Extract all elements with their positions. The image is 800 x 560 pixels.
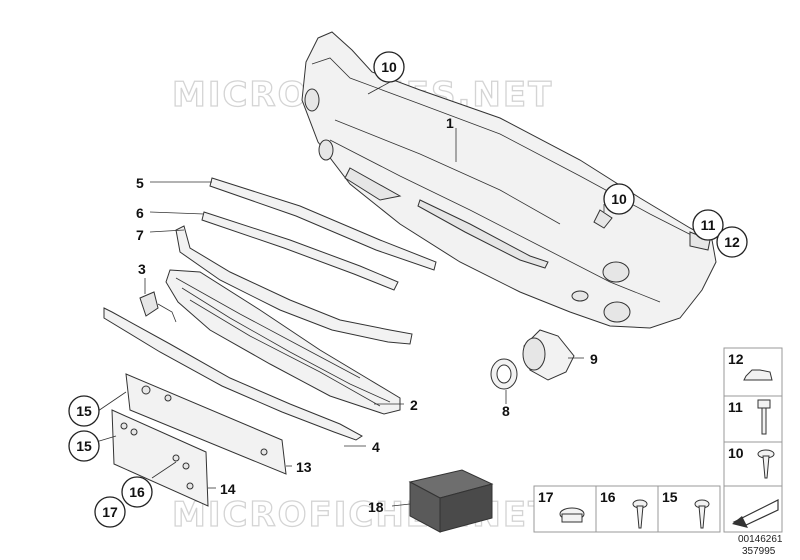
label-15-upper: 15	[76, 403, 92, 419]
bumper-part	[301, 31, 717, 329]
bolt-icon	[757, 399, 771, 435]
label-7: 7	[136, 227, 144, 243]
diagram-code: 00146261	[738, 534, 783, 545]
label-4: 4	[372, 439, 380, 455]
trim-strip-6	[201, 211, 399, 291]
callout-10-top	[373, 51, 405, 83]
label-11: 11	[701, 217, 716, 233]
label-10-right: 10	[611, 191, 627, 207]
label-15-lower: 15	[76, 438, 92, 454]
image-code: 357995	[742, 546, 776, 557]
label-1: 1	[446, 115, 454, 131]
grille-part-2	[165, 269, 401, 415]
label-18: 18	[368, 499, 384, 515]
callout-15-lower	[68, 430, 100, 462]
callout-12	[716, 226, 748, 258]
legend-label-17: 17	[538, 489, 554, 505]
callout-10-right	[603, 183, 635, 215]
legend-label-15: 15	[662, 489, 678, 505]
legend-label-11: 11	[728, 399, 743, 415]
legend-label-10: 10	[728, 445, 744, 461]
screw-icon	[757, 449, 775, 479]
label-17: 17	[102, 504, 118, 520]
arrow-head	[732, 516, 748, 528]
part-box-18	[408, 469, 494, 533]
trim-strip-5	[209, 177, 437, 271]
label-8: 8	[502, 403, 510, 419]
leader-lines	[95, 81, 605, 507]
legend-label-12: 12	[728, 351, 744, 367]
grommet-icon	[559, 507, 585, 523]
bracket-14	[111, 409, 209, 507]
clip-part-3	[139, 291, 177, 323]
callout-17	[94, 496, 126, 528]
label-2: 2	[410, 397, 418, 413]
screw-16-icon	[632, 499, 648, 529]
plate-holder-13	[125, 373, 287, 475]
label-9: 9	[590, 351, 598, 367]
legend-label-16: 16	[600, 489, 616, 505]
screw-15-icon	[694, 499, 710, 529]
housing-part-9	[522, 329, 575, 381]
label-12: 12	[724, 234, 740, 250]
callout-11	[692, 209, 724, 241]
label-16: 16	[129, 484, 145, 500]
trim-strip-7	[175, 225, 413, 345]
label-5: 5	[136, 175, 144, 191]
watermark-bottom: MICROFICHES.NET	[172, 495, 553, 535]
legend-bottom: 17 16 15	[533, 485, 721, 533]
label-6: 6	[136, 205, 144, 221]
lower-strip-4	[103, 307, 363, 441]
label-13: 13	[296, 459, 312, 475]
label-10-top: 10	[381, 59, 397, 75]
nut-clip-icon	[743, 369, 773, 381]
label-14: 14	[220, 481, 236, 497]
callout-15-upper	[68, 395, 100, 427]
legend-side: 12 11 10	[723, 347, 783, 533]
label-3: 3	[138, 261, 146, 277]
ring-part-8	[490, 358, 518, 390]
callout-16	[121, 476, 153, 508]
